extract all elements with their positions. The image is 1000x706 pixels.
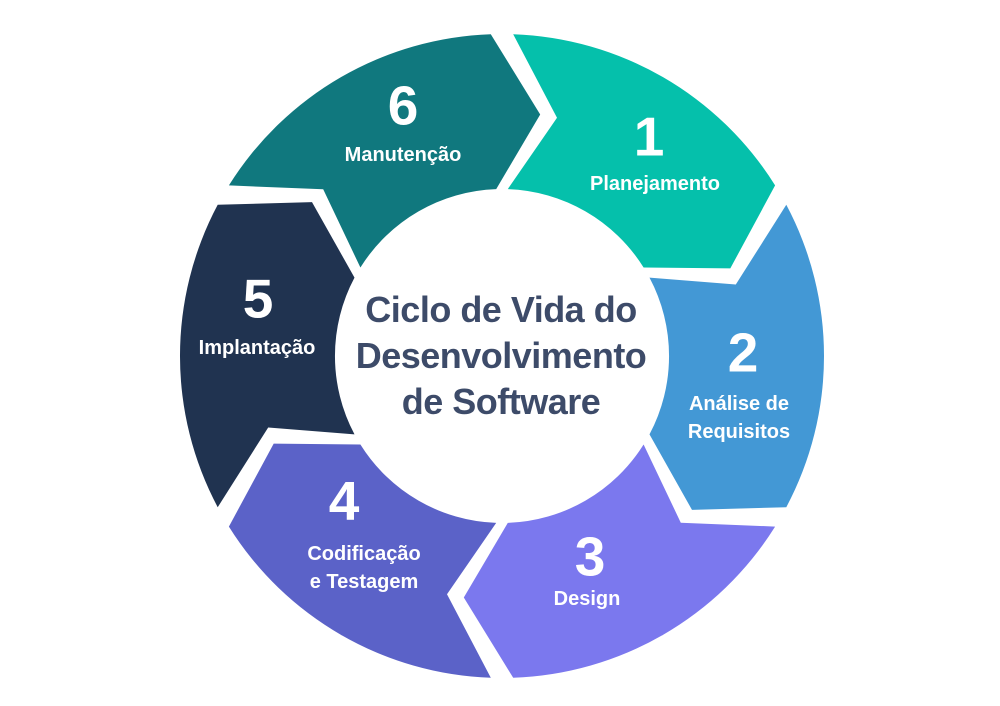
- segment-2-shape: [649, 204, 825, 510]
- segment-5-number: 5: [242, 267, 274, 330]
- segment-5-shape: [179, 202, 355, 508]
- segment-1-shape: [507, 34, 776, 269]
- segment-6-shape: [228, 34, 541, 268]
- segment-3-label: Design: [553, 588, 621, 610]
- segment-6-number: 6: [387, 74, 419, 137]
- segment-4-label: Codificação e Testagem: [307, 543, 421, 593]
- segment-4-number: 4: [328, 469, 360, 532]
- segment-3-shape: [463, 444, 776, 678]
- segment-6-label: Manutenção: [344, 144, 462, 166]
- segment-3-number: 3: [574, 525, 606, 588]
- segment-5-label: Implantação: [198, 337, 316, 359]
- segment-2-number: 2: [727, 321, 759, 384]
- segment-1-label: Planejamento: [589, 173, 721, 195]
- segment-4-shape: [228, 443, 497, 678]
- diagram-title: Ciclo de Vida do Desenvolvimento de Soft…: [355, 289, 647, 422]
- segment-1-number: 1: [633, 105, 665, 168]
- segment-2-label: Análise de Requisitos: [687, 393, 791, 443]
